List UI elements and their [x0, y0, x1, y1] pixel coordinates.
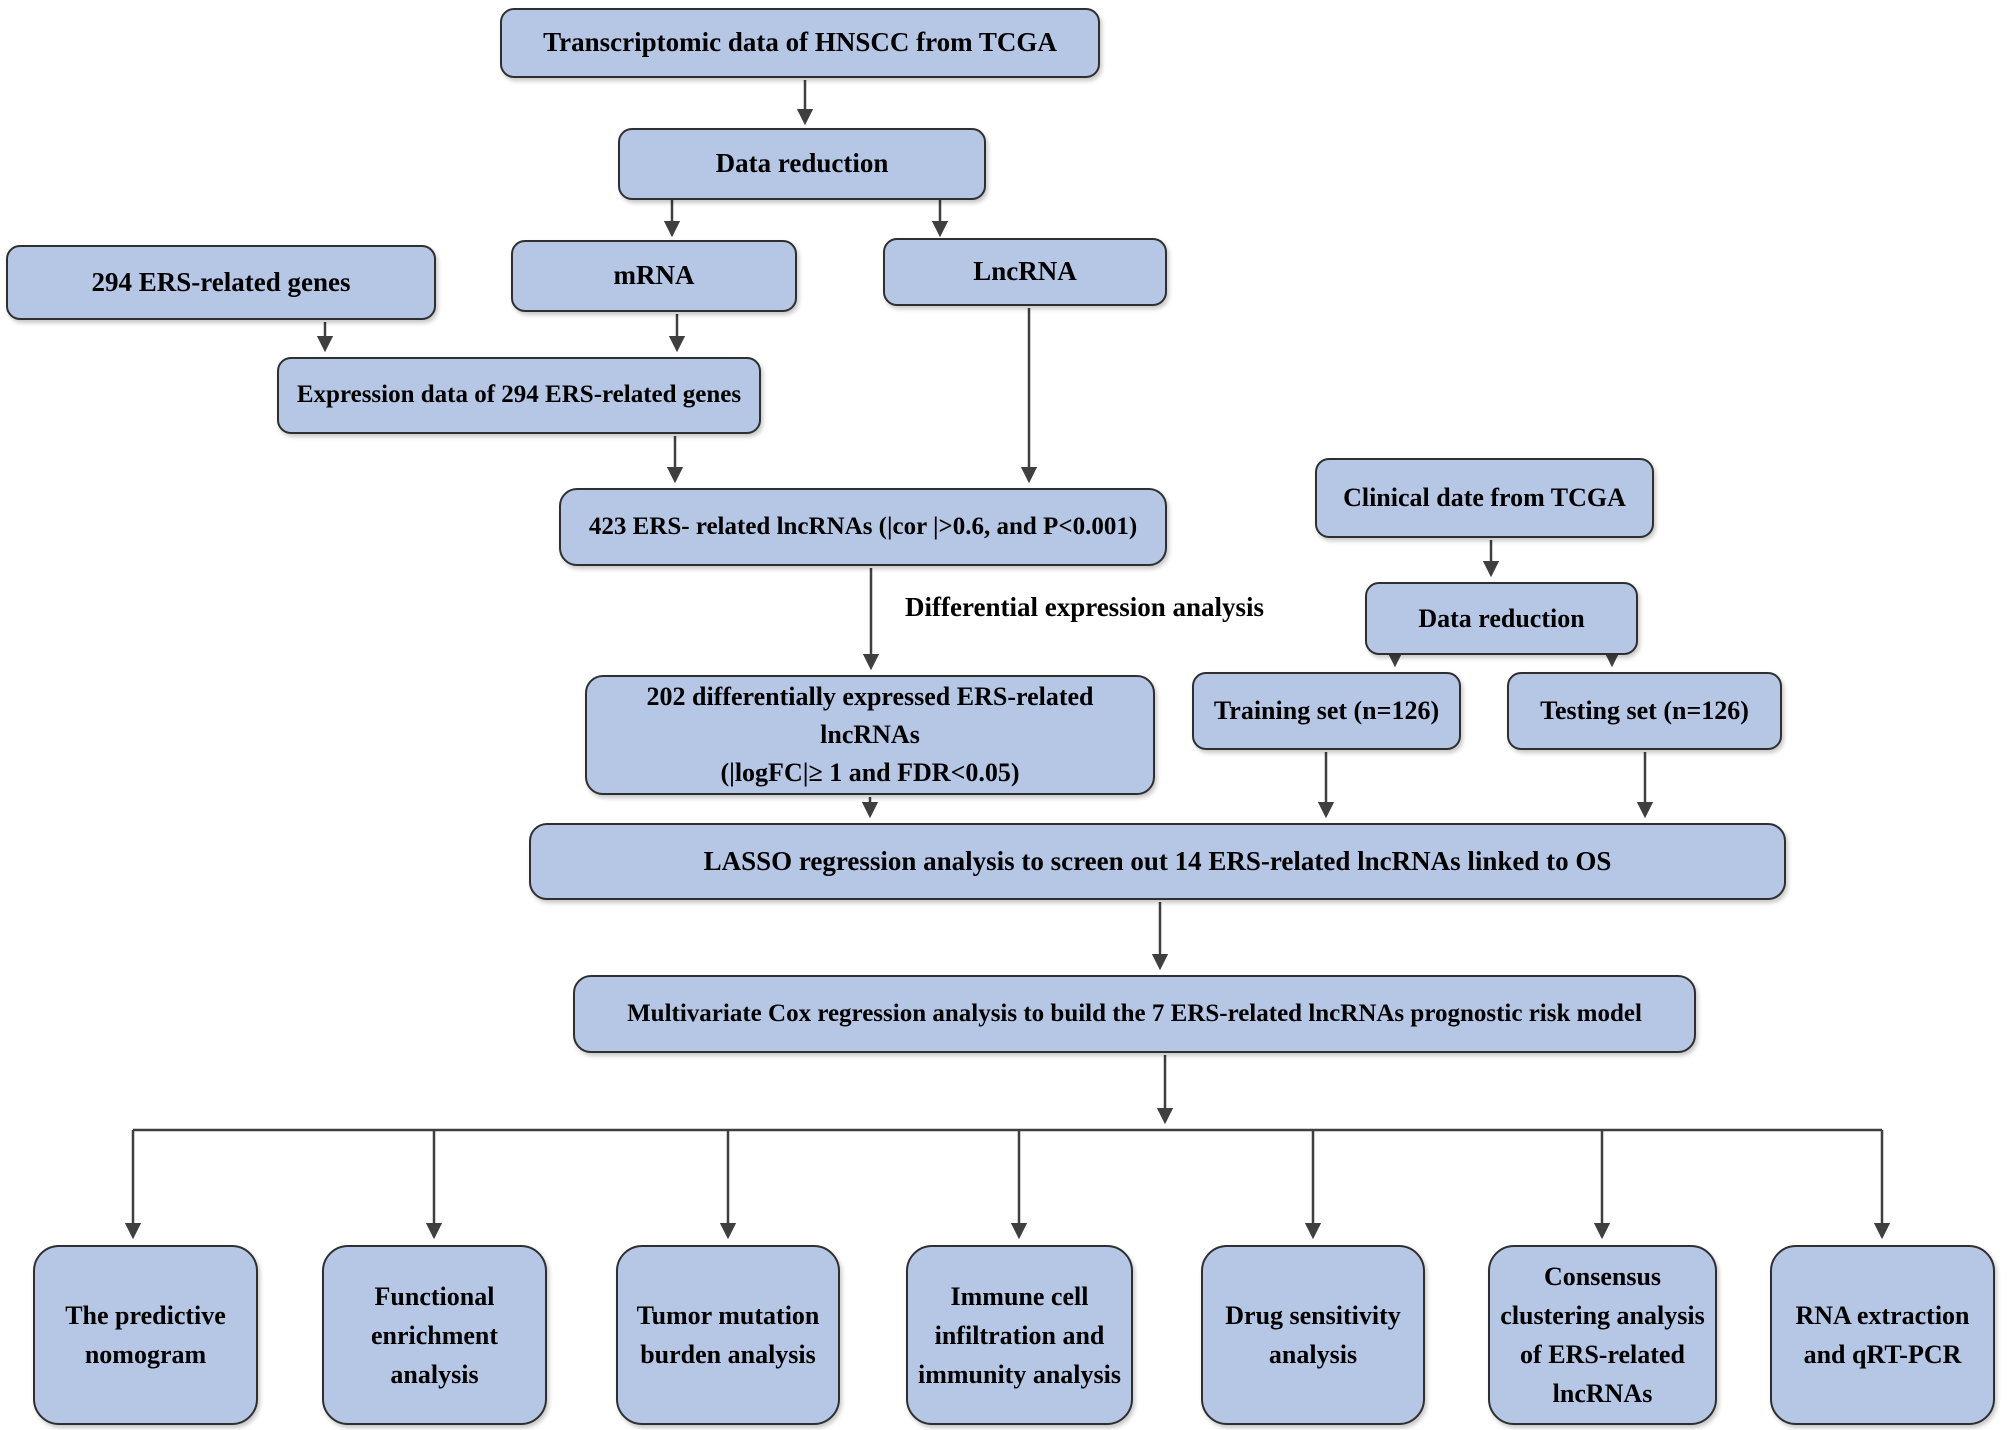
node-transcriptomic-data: Transcriptomic data of HNSCC from TCGA: [500, 8, 1100, 78]
node-rna-extraction-qrtpcr: RNA extraction and qRT-PCR: [1770, 1245, 1995, 1425]
node-consensus-clustering: Consensus clustering analysis of ERS-rel…: [1488, 1245, 1717, 1425]
node-lasso-regression: LASSO regression analysis to screen out …: [529, 823, 1786, 900]
node-deg-202: 202 differentially expressed ERS-related…: [585, 675, 1155, 795]
node-data-reduction-1: Data reduction: [618, 128, 986, 200]
node-ers-lncrnas-423: 423 ERS- related lncRNAs (|cor |>0.6, an…: [559, 488, 1167, 566]
node-cox-regression: Multivariate Cox regression analysis to …: [573, 975, 1696, 1053]
node-ers-genes: 294 ERS-related genes: [6, 245, 436, 320]
node-drug-sensitivity: Drug sensitivity analysis: [1201, 1245, 1425, 1425]
node-functional-enrichment: Functional enrichment analysis: [322, 1245, 547, 1425]
node-predictive-nomogram: The predictive nomogram: [33, 1245, 258, 1425]
node-mrna: mRNA: [511, 240, 797, 312]
node-immune-infiltration: Immune cell infiltration and immunity an…: [906, 1245, 1133, 1425]
node-training-set: Training set (n=126): [1192, 672, 1461, 750]
node-tumor-mutation-burden: Tumor mutation burden analysis: [616, 1245, 840, 1425]
edge-label-differential-expression: Differential expression analysis: [905, 592, 1265, 622]
node-clinical-data: Clinical date from TCGA: [1315, 458, 1654, 538]
node-testing-set: Testing set (n=126): [1507, 672, 1782, 750]
node-expression-data: Expression data of 294 ERS-related genes: [277, 357, 761, 434]
node-lncrna: LncRNA: [883, 238, 1167, 306]
node-data-reduction-2: Data reduction: [1365, 582, 1638, 655]
